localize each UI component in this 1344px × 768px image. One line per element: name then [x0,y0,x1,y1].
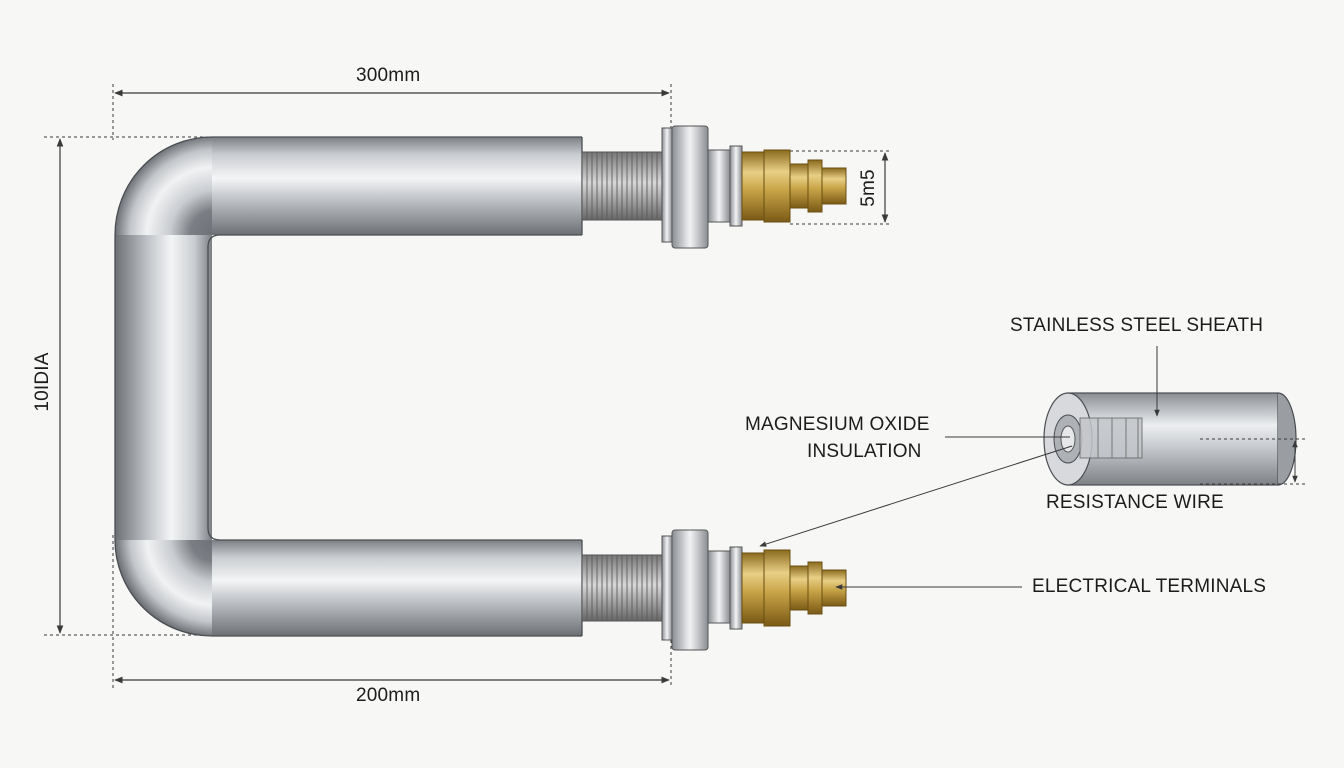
insulation-label-line1: MAGNESIUM OXIDE [745,414,930,435]
insulation-label-line2: INSULATION [807,441,922,462]
dimension-thread [790,150,890,225]
sheath-label: STAINLESS STEEL SHEATH [1010,315,1264,336]
top-terminal [581,125,847,249]
dimension-bottom-label: 200mm [356,685,421,706]
electrical-terminals-label: ELECTRICAL TERMINALS [1032,576,1267,597]
brass-terminal-icon [741,549,847,627]
dimension-top-label: 300mm [356,65,421,86]
resistance-wire-label: RESISTANCE WIRE [1046,492,1224,513]
dimension-diameter-label: 10IDIA [32,352,54,412]
cross-section [1043,392,1297,486]
dimension-bottom [112,535,672,688]
dimension-thread-label: 5m5 [858,169,880,207]
u-tube [114,136,583,637]
bottom-terminal [581,529,847,651]
dimension-top [112,84,672,140]
leader-lines [759,346,1305,590]
dimension-vertical [44,136,212,636]
brass-terminal-icon [741,149,847,223]
